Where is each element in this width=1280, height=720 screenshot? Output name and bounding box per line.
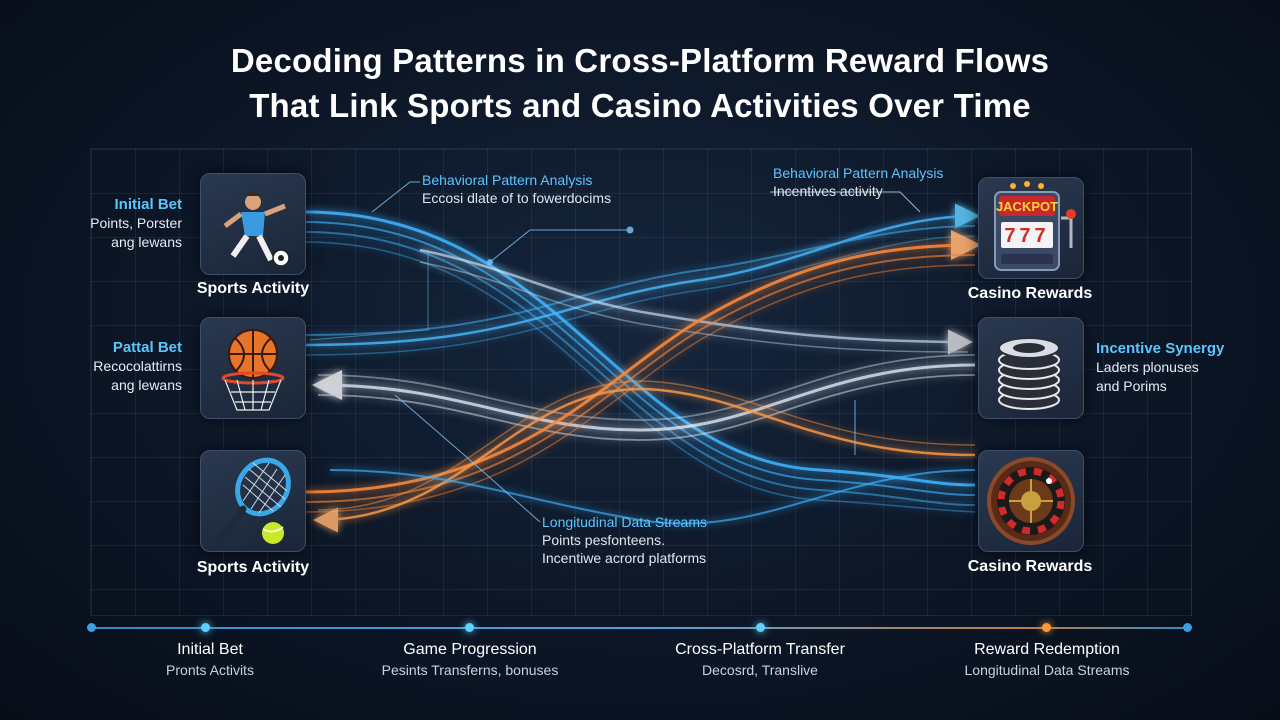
timeline-dot-cross-platform[interactable] [756, 623, 765, 632]
soccer-player-icon [223, 192, 290, 267]
orange-flow-roulette-to-tennis [313, 380, 976, 533]
title-line-1: Decoding Patterns in Cross-Platform Rewa… [230, 42, 1050, 79]
sports-node-soccer[interactable] [200, 173, 306, 275]
poker-chips-icon [998, 337, 1060, 410]
caption-sports-activity-1: Sports Activity [196, 280, 310, 297]
left-label-line2: ang lewans [111, 377, 182, 393]
casino-node-roulette[interactable] [978, 450, 1084, 552]
timeline-label-cross-platform: Cross-Platform Transfer Decosrd, Transli… [640, 640, 880, 680]
left-label-line1: Points, Porster [90, 215, 182, 231]
annotation-heading: Behavioral Pattern Analysis [773, 165, 944, 181]
annotation-behavioral-right: Behavioral Pattern Analysis Incentives a… [773, 164, 943, 200]
timeline-dot-reward-redemption[interactable] [1042, 623, 1051, 632]
timeline-sub: Longitudinal Data Streams [964, 662, 1130, 678]
timeline-label-initial-bet: Initial Bet Pronts Activits [90, 640, 330, 680]
annotation-behavioral-center: Behavioral Pattern Analysis Eccosi dlate… [422, 171, 611, 207]
casino-node-slot[interactable]: JACKPOT 777 [978, 177, 1084, 279]
basketball-hoop-icon [221, 329, 285, 411]
roulette-wheel-icon [987, 457, 1075, 545]
left-label-line2: ang lewans [111, 234, 182, 250]
white-flow-chips-to-basketball [312, 354, 976, 441]
white-flow-sports-to-chips [419, 248, 973, 355]
timeline-heading: Game Progression [403, 641, 537, 658]
title-line-2: That Link Sports and Casino Activities O… [249, 87, 1031, 124]
timeline-heading: Initial Bet [177, 641, 243, 658]
timeline-dot-game-progression[interactable] [465, 623, 474, 632]
timeline-dot-end [1183, 623, 1192, 632]
page-title: Decoding Patterns in Cross-Platform Rewa… [0, 38, 1280, 128]
right-label-line1: Laders plonuses [1096, 359, 1199, 375]
slot-reels-text: 777 [1004, 225, 1049, 247]
timeline-sub: Decosrd, Translive [702, 662, 818, 678]
caption-sports-activity-2: Sports Activity [196, 559, 310, 576]
blue-flow-basketball-to-slot [304, 203, 980, 356]
timeline-sub: Pesints Transferns, bonuses [381, 662, 559, 678]
timeline-dot-initial-bet[interactable] [201, 623, 210, 632]
caption-casino-rewards-1: Casino Rewards [967, 285, 1093, 302]
left-label-heading: Pattal Bet [112, 339, 182, 356]
slot-machine-icon: JACKPOT 777 [994, 181, 1076, 271]
casino-node-chips[interactable] [978, 317, 1084, 419]
sports-node-basketball[interactable] [200, 317, 306, 419]
timeline-heading: Reward Redemption [974, 641, 1120, 658]
slot-jackpot-text: JACKPOT [996, 199, 1058, 214]
right-label-heading: Incentive Synergy [1096, 340, 1225, 357]
timeline-line [92, 627, 1188, 629]
annotation-line2: Incentiwe acrord platforms [542, 550, 707, 566]
timeline-sub: Pronts Activits [166, 662, 254, 678]
right-label-line2: and Porims [1096, 378, 1167, 394]
orange-flow-tennis-to-slot [304, 230, 981, 513]
annotation-line1: Points pesfonteens. [542, 532, 665, 548]
sports-node-tennis[interactable] [200, 450, 306, 552]
timeline-label-reward-redemption: Reward Redemption Longitudinal Data Stre… [927, 640, 1167, 680]
timeline-label-game-progression: Game Progression Pesints Transferns, bon… [350, 640, 590, 680]
annotation-heading: Longitudinal Data Streams [542, 514, 707, 530]
annotation-longitudinal: Longitudinal Data Streams Points pesfont… [542, 513, 707, 567]
timeline-dot-start [87, 623, 96, 632]
annotation-text: Eccosi dlate of to fowerdocims [422, 190, 612, 206]
left-label-line1: Recocolattirns [93, 358, 182, 374]
caption-casino-rewards-2: Casino Rewards [967, 558, 1093, 575]
left-label-initial-bet: Initial Bet Points, Porster ang lewans [90, 195, 182, 252]
left-label-heading: Initial Bet [114, 196, 182, 213]
left-label-pattal-bet: Pattal Bet Recocolattirns ang lewans [93, 338, 182, 395]
tennis-racket-icon [215, 457, 291, 545]
timeline-heading: Cross-Platform Transfer [675, 641, 845, 658]
annotation-leaders [309, 181, 921, 523]
right-label-incentive-synergy: Incentive Synergy Laders plonuses and Po… [1096, 339, 1224, 396]
annotation-text: Incentives activity [773, 183, 883, 199]
annotation-heading: Behavioral Pattern Analysis [422, 172, 593, 188]
blue-flow-roulette-to-tennis [329, 469, 976, 525]
